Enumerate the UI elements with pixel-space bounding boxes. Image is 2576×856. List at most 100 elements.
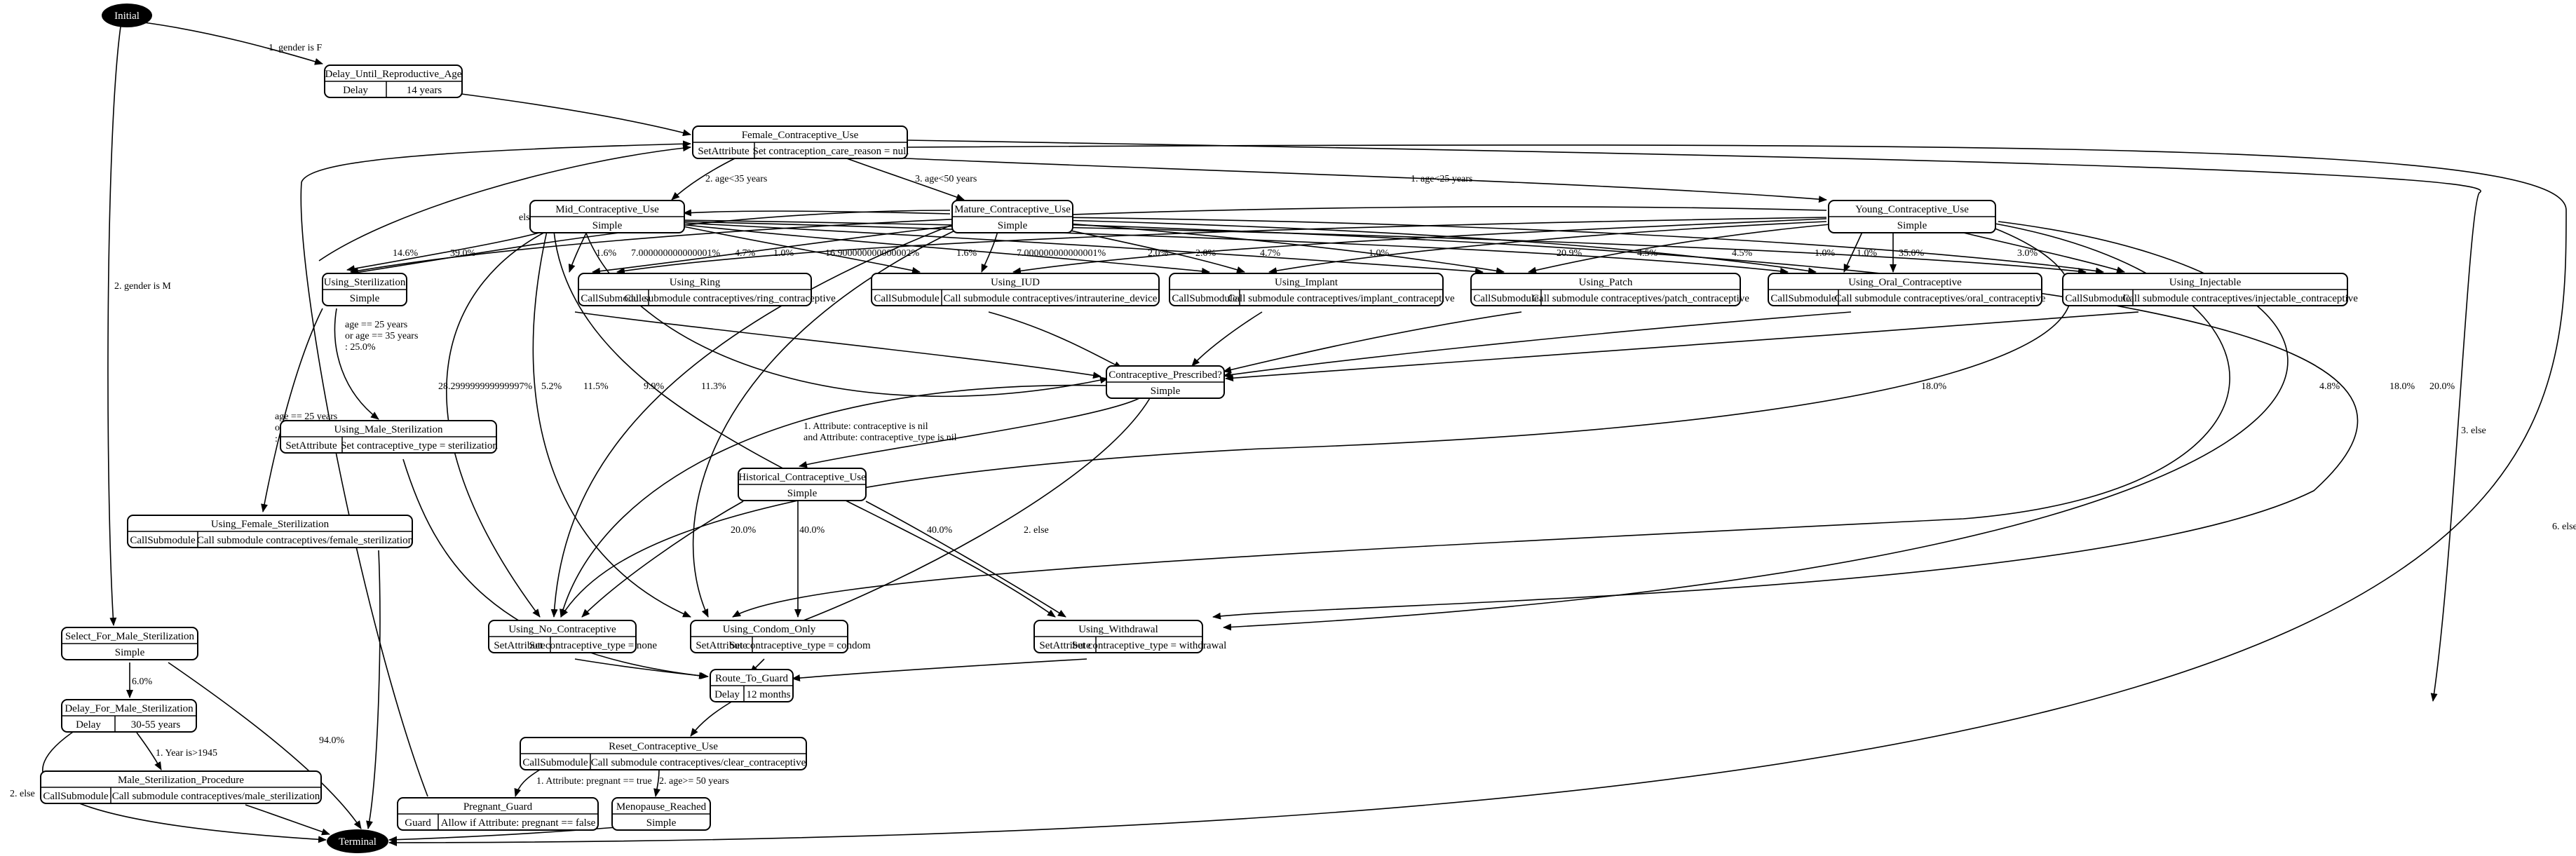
node-reset[interactable]: Reset_Contraceptive_Use CallSubmodule Ca…: [520, 737, 807, 770]
node-withdrawal[interactable]: Using_Withdrawal SetAttribute Set contra…: [1033, 620, 1226, 653]
node-prescribed[interactable]: Contraceptive_Prescribed? Simple: [1106, 365, 1225, 399]
node-route-guard[interactable]: Route_To_Guard Delay 12 months: [710, 669, 794, 702]
svg-text:CallSubmodule: CallSubmodule: [1770, 293, 1836, 304]
svg-text:Simple: Simple: [115, 647, 145, 658]
nodes: Initial Terminal Delay_Until_Reproductiv…: [40, 4, 2358, 853]
label-prescribed-else: 2. else: [1024, 525, 1049, 536]
svg-text:SetAttribute: SetAttribute: [698, 146, 750, 157]
edge-mature-ring: [592, 224, 968, 275]
edge-mature-implant: [1048, 225, 1245, 273]
node-young-use[interactable]: Young_Contraceptive_Use Simple: [1828, 200, 1996, 233]
edge-female-mature: [844, 157, 965, 201]
node-historical[interactable]: Historical_Contraceptive_Use Simple: [738, 468, 867, 501]
node-using-oral[interactable]: Using_Oral_Contraceptive CallSubmodule C…: [1768, 273, 2046, 306]
edge-pregnant-female-use: [300, 140, 691, 797]
edge-mid-no-contraceptive: [446, 224, 562, 618]
edge-female-mid: [671, 157, 737, 201]
edge-mature-patch: [1058, 222, 1505, 275]
node-menopause[interactable]: Menopause_Reached Simple: [611, 797, 711, 831]
label-mature-20-9: 20.9%: [1557, 248, 1582, 259]
label-age-lt35: 2. age<35 years: [705, 174, 767, 184]
label-young-18-0: 18.0%: [2389, 381, 2415, 392]
label-mid-16-9: 16.900000000000002%: [825, 248, 920, 259]
label-young-2-0a: 2.0%: [1148, 248, 1169, 259]
label-young-35-0: 35.0%: [1899, 248, 1925, 259]
label-young-4-5: 4.5%: [1732, 248, 1753, 259]
svg-text:Female_Contraceptive_Use: Female_Contraceptive_Use: [742, 130, 859, 141]
edge-mid-implant: [679, 224, 1210, 275]
edge-initial-select-male: [107, 26, 121, 626]
label-hist-40a: 40.0%: [799, 525, 825, 536]
svg-text:Delay: Delay: [76, 719, 101, 731]
svg-text:Select_For_Male_Sterilization: Select_For_Male_Sterilization: [65, 631, 195, 642]
svg-text:Simple: Simple: [592, 220, 623, 231]
svg-text:Menopause_Reached: Menopause_Reached: [616, 801, 707, 813]
svg-text:Simple: Simple: [350, 293, 380, 304]
node-mid-use[interactable]: Mid_Contraceptive_Use Simple: [529, 200, 685, 233]
node-no-contraceptive[interactable]: Using_No_Contraceptive SetAttribute Set …: [488, 620, 657, 653]
node-female-sterilization[interactable]: Using_Female_Sterilization CallSubmodule…: [127, 515, 414, 548]
svg-text:SetAttribute: SetAttribute: [494, 640, 545, 651]
edge-mid-oral: [683, 221, 1789, 275]
node-using-implant[interactable]: Using_Implant CallSubmodule Call submodu…: [1169, 273, 1455, 306]
node-select-male[interactable]: Select_For_Male_Sterilization Simple: [61, 627, 198, 660]
node-delay-male[interactable]: Delay_For_Male_Sterilization Delay 30-55…: [61, 699, 197, 733]
label-mid-14-6: 14.6%: [393, 248, 419, 259]
node-using-sterilization[interactable]: Using_Sterilization Simple: [322, 273, 407, 306]
svg-text:Call submodule contraceptives/: Call submodule contraceptives/oral_contr…: [1835, 293, 2046, 304]
terminal-node[interactable]: Terminal: [327, 829, 388, 853]
svg-text:Set contraceptive_type = withd: Set contraceptive_type = withdrawal: [1072, 640, 1226, 651]
node-using-iud[interactable]: Using_IUD CallSubmodule Call submodule c…: [871, 273, 1160, 306]
node-using-injectable[interactable]: Using_Injectable CallSubmodule Call subm…: [2062, 273, 2358, 306]
svg-text:Set contraceptive_type = steri: Set contraceptive_type = sterilization: [341, 440, 498, 451]
svg-text:Pregnant_Guard: Pregnant_Guard: [463, 801, 533, 813]
svg-text:Set contraception_care_reason: Set contraception_care_reason = null: [753, 146, 909, 157]
node-pregnant-guard[interactable]: Pregnant_Guard Guard Allow if Attribute:…: [397, 797, 599, 831]
edge-patch-prescribed: [1223, 311, 1522, 374]
node-using-patch[interactable]: Using_Patch CallSubmodule Call submodule…: [1470, 273, 1749, 306]
label-young-3-0: 3.0%: [2017, 248, 2038, 259]
svg-text:CallSubmodule: CallSubmodule: [1172, 293, 1238, 304]
label-mature-11-3: 11.3%: [701, 381, 726, 392]
label-mature-7-0: 7.000000000000001%: [1017, 248, 1106, 259]
label-mid-11-5: 11.5%: [583, 381, 609, 392]
node-male-sterilization[interactable]: Using_Male_Sterilization SetAttribute Se…: [280, 420, 498, 454]
svg-text:Delay: Delay: [714, 689, 740, 700]
edge-female-ster-terminal: [366, 550, 381, 829]
label-hist-20: 20.0%: [731, 525, 757, 536]
node-male-procedure[interactable]: Male_Sterilization_Procedure CallSubmodu…: [40, 770, 322, 804]
svg-text:Simple: Simple: [1897, 220, 1927, 231]
edge-young-iud: [1012, 218, 1827, 275]
edge-mid-iud: [672, 224, 921, 274]
edge-reset-menopause: [653, 769, 660, 797]
edge-implant-prescribed: [1191, 311, 1263, 367]
node-condom[interactable]: Using_Condom_Only SetAttribute Set contr…: [690, 620, 871, 653]
svg-text:SetAttribute: SetAttribute: [696, 640, 747, 651]
node-female-use[interactable]: Female_Contraceptive_Use SetAttribute Se…: [692, 125, 909, 159]
node-delay-repro[interactable]: Delay_Until_Reproductive_Age Delay 14 ye…: [324, 64, 463, 98]
label-mid-1-6: 1.6%: [596, 248, 617, 259]
edge-select-terminal: [168, 662, 362, 829]
svg-text:Using_Ring: Using_Ring: [670, 277, 721, 288]
svg-text:Simple: Simple: [646, 817, 677, 829]
initial-node[interactable]: Initial: [102, 4, 152, 27]
node-using-ring[interactable]: Using_Ring CallSubmodule Call submodule …: [578, 273, 836, 306]
edge-route-reset: [690, 700, 733, 737]
node-mature-use[interactable]: Mature_Contraceptive_Use Simple: [951, 200, 1073, 233]
edge-mature-injectable: [1058, 217, 2104, 275]
edge-female-reset: [907, 140, 2481, 702]
edge-reset-pregnant: [514, 769, 541, 797]
label-young-4-8: 4.8%: [2319, 381, 2340, 392]
svg-text:CallSubmodule: CallSubmodule: [581, 293, 646, 304]
svg-text:14 years: 14 years: [407, 85, 442, 96]
edge-mature-oral: [1058, 219, 1817, 275]
svg-text:Using_Implant: Using_Implant: [1275, 277, 1338, 288]
svg-text:Route_To_Guard: Route_To_Guard: [715, 673, 788, 684]
edge-prescribed-historical: [799, 398, 1140, 468]
edge-sterilization-male: [334, 308, 379, 420]
svg-text:Guard: Guard: [405, 817, 431, 829]
svg-text:Call submodule contraceptives/: Call submodule contraceptives/implant_co…: [1228, 293, 1455, 304]
edge-injectable-prescribed: [1225, 311, 2139, 382]
